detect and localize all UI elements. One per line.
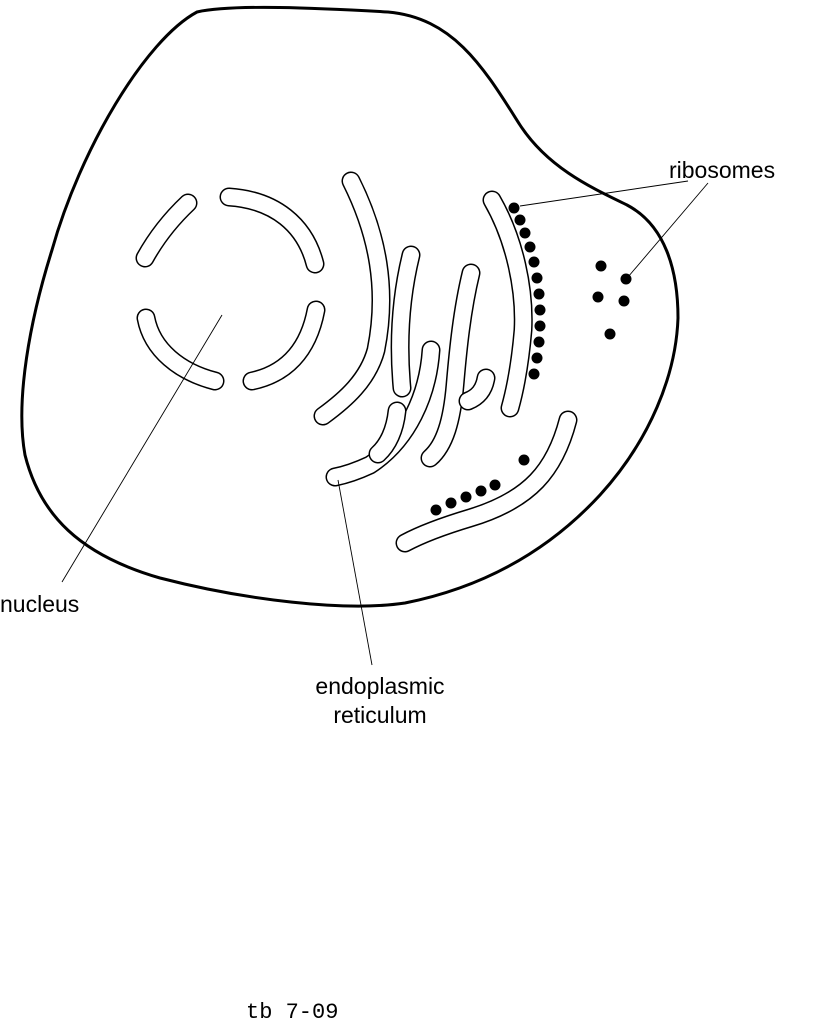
cell-membrane	[20, 5, 680, 608]
ribosome	[531, 272, 543, 284]
ribosomes-leader-1	[519, 180, 689, 207]
ribosome	[592, 291, 604, 303]
ribosome	[531, 352, 543, 364]
nucleus-leader	[61, 314, 223, 583]
ribosome	[430, 504, 442, 516]
figure-caption: tb 7-09	[246, 1000, 338, 1024]
nucleus-label: nucleus	[0, 591, 79, 617]
ribosome	[534, 320, 546, 332]
ribosome	[528, 256, 540, 268]
ribosome	[604, 328, 616, 340]
er-leader	[337, 479, 373, 666]
nuclear-envelope	[135, 187, 326, 391]
ribosome	[445, 497, 457, 509]
nuclear-envelope-segment-1	[135, 193, 198, 268]
nuclear-envelope-segment-4	[242, 300, 326, 391]
ribosome	[595, 260, 607, 272]
reticulum-label: reticulum	[333, 702, 426, 728]
ribosome	[518, 454, 530, 466]
ribosome	[534, 304, 546, 316]
er-membrane-4	[368, 401, 407, 464]
er-membrane-2	[390, 245, 421, 398]
endoplasmic-reticulum	[313, 171, 578, 553]
ribosomes-leader-2	[627, 182, 709, 278]
er-membrane-6	[482, 190, 533, 418]
er-membrane-8	[395, 410, 578, 553]
nuclear-envelope-segment-3	[136, 308, 225, 391]
er-membrane-7	[458, 368, 496, 411]
ribosome	[528, 368, 540, 380]
er-membrane-1	[313, 171, 391, 426]
ribosome	[519, 227, 531, 239]
ribosome	[489, 479, 501, 491]
endoplasmic-label: endoplasmic	[315, 673, 444, 699]
er-membrane-5	[420, 263, 481, 468]
ribosome	[475, 485, 487, 497]
nuclear-envelope-segment-2	[219, 187, 325, 274]
ribosome	[514, 214, 526, 226]
ribosomes-label: ribosomes	[669, 157, 775, 183]
ribosome	[524, 241, 536, 253]
ribosomes	[430, 202, 632, 516]
ribosome	[460, 491, 472, 503]
ribosome	[533, 336, 545, 348]
ribosome	[508, 202, 520, 214]
leader-lines	[61, 180, 709, 666]
ribosome	[533, 288, 545, 300]
ribosome	[618, 295, 630, 307]
